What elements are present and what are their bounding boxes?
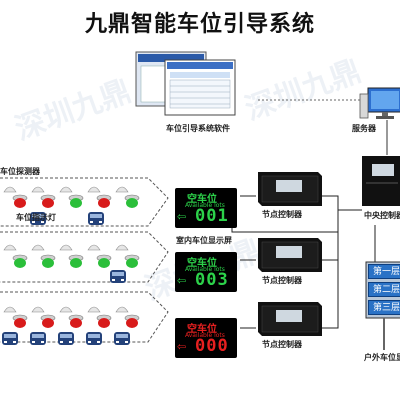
outdoor-display-line-2: 第二层: [368, 282, 400, 297]
detector-icon: [3, 306, 17, 313]
led-count: 000: [195, 336, 229, 356]
indoor-led-display-3: 空车位 Available lots ⇦ 000: [175, 318, 237, 358]
led-title: 空车位: [187, 258, 217, 269]
car-icon: [110, 270, 126, 283]
outdoor-display-label: 户外车位显示屏: [364, 353, 400, 362]
node-controller-1-icon: [258, 172, 322, 206]
outdoor-display-line-1: 第一层: [368, 264, 400, 279]
detector-icon: [87, 306, 101, 313]
indoor-screen-label: 室内车位显示屏: [176, 236, 232, 245]
led-subtitle: Available lots: [185, 332, 225, 339]
detector-icon: [3, 186, 17, 193]
page-title: 九鼎智能车位引导系统: [84, 12, 315, 37]
detector-icon: [31, 244, 45, 251]
left-arrow-icon: ⇦: [177, 337, 187, 355]
car-icon: [86, 332, 102, 345]
indoor-led-display-1: 空车位 Available lots ⇦ 001: [175, 188, 237, 228]
car-icon: [88, 212, 104, 225]
outdoor-display-line-3: 第三层: [368, 300, 400, 315]
led-count: 001: [195, 206, 229, 226]
car-icon: [58, 332, 74, 345]
left-arrow-icon: ⇦: [177, 271, 187, 289]
server-computer-icon: [359, 87, 400, 119]
svg-text:深圳九鼎: 深圳九鼎: [241, 54, 366, 128]
indicator-label: 车位指示灯: [16, 213, 56, 222]
detector-icon: [59, 306, 73, 313]
node-controller-1-label: 节点控制器: [262, 210, 302, 219]
node-controller-2-label: 节点控制器: [262, 276, 302, 285]
detector-icon: [87, 244, 101, 251]
car-icon: [30, 332, 46, 345]
detector-label: 车位探测器: [0, 167, 40, 176]
led-count: 003: [195, 270, 229, 290]
led-title: 空车位: [187, 324, 217, 335]
led-subtitle: Available lots: [185, 202, 225, 209]
led-subtitle: Available lots: [185, 266, 225, 273]
central-controller-icon: [362, 156, 400, 206]
detector-icon: [31, 186, 45, 193]
indoor-led-display-2: 空车位 Available lots ⇦ 003: [175, 252, 237, 292]
detector-icon: [87, 186, 101, 193]
detector-icon: [59, 244, 73, 251]
car-icon: [114, 332, 130, 345]
node-controller-3-icon: [258, 302, 322, 336]
led-title: 空车位: [187, 194, 217, 205]
node-controller-2-icon: [258, 238, 322, 272]
detector-icon: [31, 306, 45, 313]
left-arrow-icon: ⇦: [177, 207, 187, 225]
central-controller-label: 中央控制器: [364, 211, 400, 220]
detector-icon: [115, 244, 129, 251]
detector-icon: [3, 244, 17, 251]
node-controller-3-label: 节点控制器: [262, 340, 302, 349]
software-label: 车位引导系统软件: [166, 124, 230, 133]
software-screens-icon: [135, 51, 236, 116]
svg-text:深圳九鼎: 深圳九鼎: [11, 74, 136, 148]
car-icon: [2, 332, 18, 345]
detector-icon: [115, 186, 129, 193]
server-label: 服务器: [352, 124, 376, 133]
detector-icon: [115, 306, 129, 313]
detector-icon: [59, 186, 73, 193]
